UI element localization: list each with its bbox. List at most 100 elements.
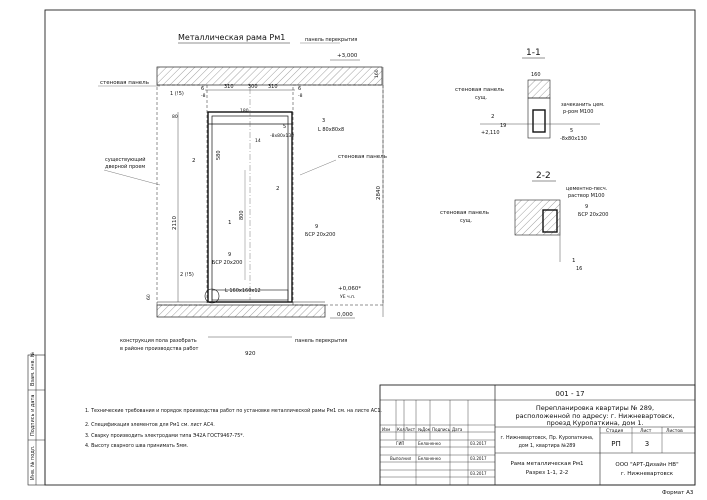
s2-m9: 9: [585, 204, 588, 210]
left-stamp: Инв. № подл. Подпись и дата Взам. инв. №: [27, 351, 46, 486]
tb-role-exec: Выполнил: [390, 456, 412, 461]
callout-3: 3: [322, 118, 325, 124]
dim-310a: 310: [224, 84, 234, 90]
section1-title: 1-1: [526, 48, 541, 58]
elev-mid-sub: УЕ ч.п.: [340, 294, 355, 300]
tb-stage-label: Стадия: [606, 428, 624, 434]
callout-6a: 6: [201, 86, 204, 92]
callout-2a: 2: [192, 158, 196, 164]
s2-mortar: раствор М100: [568, 193, 605, 199]
callout-1: 1 (!5): [170, 91, 184, 97]
tb-date-3: 03.2017: [470, 471, 487, 476]
s2-cement: цементно-песч.: [566, 186, 608, 192]
note-4: 4. Высоту сварного шва принимать 5мм.: [85, 443, 188, 449]
callout-9: 9: [228, 252, 231, 258]
tb-project-3: проезд Куропаткина, дом 1.: [546, 419, 643, 427]
callout-l160: L 160x160x12: [225, 288, 261, 294]
label-panel-bottom: панель перекрытия: [295, 338, 347, 344]
elev-bottom: 0,000: [337, 312, 353, 318]
title-block: [379, 384, 696, 486]
main-elevation: Металлическая рама Рм1 +3,000 +0,060* УЕ…: [98, 33, 387, 357]
s2-wall: стеновая панель: [440, 210, 489, 216]
s1-m5: 5: [570, 128, 573, 134]
left-wall: [156, 84, 208, 306]
callout-6b-sub: -8: [298, 93, 303, 99]
s1-dim160: 160: [531, 72, 541, 78]
callout-5-sub: -8x80x130: [270, 133, 294, 139]
dim-60: 60: [146, 294, 152, 300]
tb-col-ndoc: №Док: [418, 427, 431, 432]
callout-180: 180: [240, 108, 249, 114]
dim-800: 800: [239, 210, 245, 220]
tb-col-date: Дата: [452, 427, 463, 432]
tb-name-gip: Белоненко: [418, 441, 441, 446]
tb-address-2: дом 1, квартира №289: [519, 443, 576, 449]
label-panel-top: панель перекрытия: [305, 37, 357, 43]
label-existing-2: дверной проем: [105, 163, 145, 170]
label-wall-right: стеновая панель: [338, 154, 387, 160]
format-label: Формат А3: [662, 490, 694, 496]
s1-elev: +2,110: [481, 130, 500, 136]
tb-sheets-label: Листов: [666, 428, 683, 434]
callout-1b: 1: [228, 220, 232, 226]
tb-address-1: г. Нижневартовск, Пр. Куропаткина,: [500, 435, 594, 441]
tb-col-izm: Изм: [382, 427, 390, 432]
tb-sheet-value: 3: [645, 440, 649, 448]
s2-m9-sub: БСР 20x200: [578, 212, 608, 218]
tb-col-list: Лист: [405, 427, 416, 432]
title-block-text: 001 - 17 Перепланировка квартиры № 289, …: [382, 390, 683, 477]
stamp-replace: Взам. инв. №: [30, 351, 36, 386]
section-1-1: 1-1 160 стеновая панель сущ. зачеканить …: [455, 48, 605, 142]
tb-sheet-title-2: Разрез 1-1, 2-2: [526, 470, 569, 476]
drawing-title: Металлическая рама Рм1: [178, 33, 285, 42]
note-1: 1. Технические требования и порядок прои…: [85, 407, 382, 414]
s1-cement: зачеканить цем.: [561, 102, 605, 108]
tb-col-kol: Кол: [397, 427, 405, 432]
s2-note: сущ.: [460, 218, 472, 224]
callout-2b: 2: [276, 186, 280, 192]
callout-9-sub: БСР 20x200: [212, 260, 242, 266]
tb-project-2: расположенной по адресу: г. Нижневартовс…: [515, 412, 674, 420]
callout-2-15: 2 (!5): [180, 272, 194, 278]
tb-project-1: Перепланировка квартиры № 289,: [536, 404, 654, 412]
label-floor-1: конструкция пола разобрать: [120, 338, 197, 344]
callout-6a-sub: -8: [201, 93, 206, 99]
callout-5: 5: [283, 124, 286, 130]
section2-title: 2-2: [536, 171, 551, 181]
dim-80: 80: [172, 114, 178, 120]
s1-m2: 2: [491, 114, 495, 120]
label-wall-left: стеновая панель: [100, 80, 149, 86]
notes: 1. Технические требования и порядок прои…: [85, 407, 382, 449]
s2-m16: 16: [576, 266, 582, 272]
dim-2840: 2840: [376, 186, 382, 200]
s2-m1: 1: [572, 258, 576, 264]
tb-doc-number: 001 - 17: [555, 390, 584, 398]
tb-name-exec: Белоненко: [418, 456, 441, 461]
note-2: 2. Спецификация элементов для Рм1 см. ли…: [85, 422, 215, 428]
tb-stage-value: РП: [611, 440, 621, 448]
dim-2110: 2110: [172, 216, 178, 230]
elev-top: +3,000: [337, 53, 358, 59]
callout-14: 14: [255, 138, 261, 144]
top-slab: [156, 66, 383, 86]
callout-9b: 9: [315, 224, 318, 230]
label-floor-2: в районе производства работ: [120, 345, 199, 352]
tb-col-podp: Подпись: [432, 427, 451, 432]
s1-m5-sub: -8x80x130: [560, 136, 587, 142]
dim-580: 580: [216, 150, 222, 160]
dim-920: 920: [245, 351, 256, 357]
tb-company-2: г. Нижневартовск: [621, 471, 674, 477]
label-existing-1: существующий: [105, 156, 145, 163]
note-3: 3. Сварку производить электродами типа Э…: [85, 433, 244, 439]
s1-m19: 19: [500, 123, 506, 129]
s1-wall: стеновая панель: [455, 87, 504, 93]
drawing-frame: [44, 9, 696, 486]
tb-sheet-title-1: Рама металлическая Рм1: [510, 461, 583, 467]
dim-300: 300: [248, 84, 258, 90]
tb-date-1: 03.2017: [470, 441, 487, 446]
dim-160: 160: [374, 69, 380, 78]
tb-company-1: ООО "АРТ-Дизайн НВ": [615, 461, 678, 468]
tb-role-gip: ГИП: [396, 441, 404, 446]
elev-mid: +0,060*: [338, 286, 361, 292]
